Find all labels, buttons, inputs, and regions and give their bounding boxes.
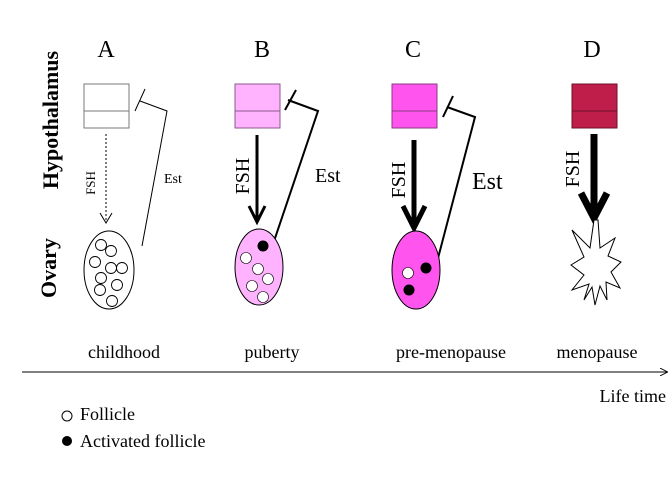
stage-letter-c: C: [405, 37, 421, 63]
follicle: [402, 267, 414, 279]
activated-follicle: [257, 240, 269, 252]
follicle: [240, 252, 252, 264]
follicle: [89, 256, 101, 268]
follicle: [95, 272, 107, 284]
activated-follicle: [403, 284, 415, 296]
follicle: [246, 280, 258, 292]
stage-name-menopause: menopause: [557, 342, 638, 362]
est-inhibition-c: [436, 95, 477, 263]
fsh-arrow-d: [577, 134, 611, 226]
est-inhibition-b: [268, 89, 320, 257]
est-label-c: Est: [472, 169, 503, 195]
stage-letter-b: B: [254, 37, 270, 63]
fsh-label-a: FSH: [83, 171, 98, 195]
follicle: [105, 245, 117, 257]
activated-follicle: [420, 262, 432, 274]
est-label-a: Est: [164, 172, 182, 187]
follicle: [262, 273, 274, 285]
hypothalamus-box-a: [83, 83, 130, 129]
follicle: [116, 262, 128, 274]
est-inhibition-a: [134, 88, 168, 247]
hypothalamus-box-c: [391, 83, 438, 129]
ovary-c: [391, 230, 441, 310]
follicles-a: [89, 239, 128, 307]
follicle: [94, 284, 106, 296]
follicle: [106, 295, 118, 307]
stage-name-childhood: childhood: [88, 342, 160, 362]
stage-letter-a: A: [97, 37, 115, 63]
legend-follicle-label: Follicle: [80, 404, 135, 424]
est-label-b: Est: [315, 165, 341, 187]
follicle: [111, 279, 123, 291]
fsh-label-c: FSH: [388, 162, 410, 199]
legend-activated-follicle-label: Activated follicle: [80, 431, 205, 451]
legend-follicle-icon: [61, 410, 73, 422]
fsh-arrow-c: [400, 140, 428, 234]
legend-activated-follicle-icon: [62, 436, 72, 446]
fsh-label-b: FSH: [232, 158, 254, 195]
stage-name-puberty: puberty: [245, 342, 300, 362]
fsh-arrow-b: [247, 135, 267, 226]
ovary-b: [234, 228, 284, 306]
row-label-hypothalamus: Hypothalamus: [38, 50, 63, 189]
timeline-label: Life time: [600, 386, 666, 406]
row-label-ovary: Ovary: [36, 238, 61, 298]
follicle: [105, 262, 117, 274]
hypothalamus-box-b: [234, 83, 281, 129]
follicle: [257, 291, 269, 303]
ovary-d-ruptured: [570, 219, 622, 306]
fsh-arrow-a: [99, 134, 113, 224]
fsh-label-d: FSH: [562, 151, 584, 188]
hypothalamus-box-d: [571, 83, 618, 129]
ovary-a: [83, 230, 135, 310]
stage-name-pre-menopause: pre-menopause: [396, 342, 506, 362]
stage-letter-d: D: [583, 37, 600, 63]
follicle: [95, 239, 107, 251]
legend: Follicle Activated follicle: [61, 404, 205, 451]
follicle: [252, 263, 264, 275]
